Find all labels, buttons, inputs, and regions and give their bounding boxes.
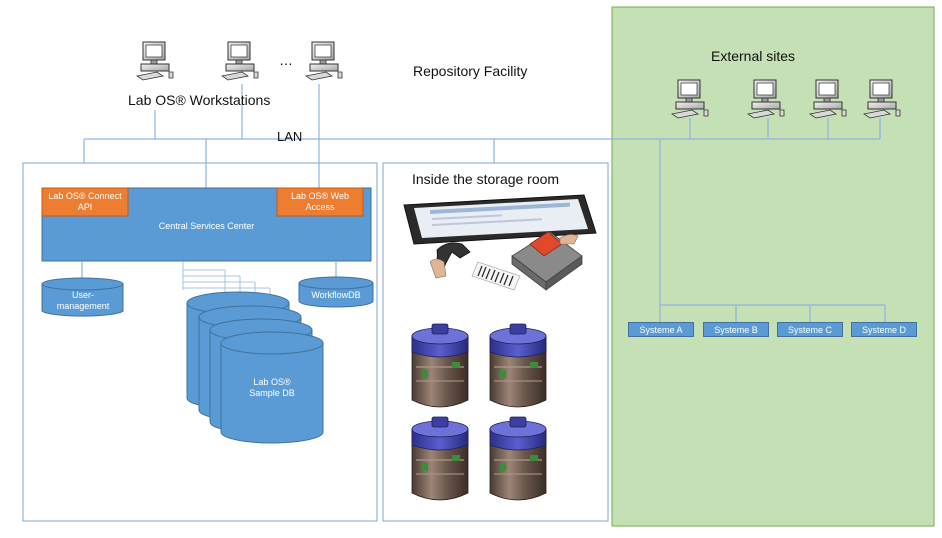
- system-a-box: Systeme A: [628, 322, 694, 337]
- storage-room-frame: [382, 162, 609, 522]
- workstations-label: Lab OS® Workstations: [128, 92, 271, 108]
- user-management-db: [41, 277, 124, 317]
- central-services-label: Central Services Center: [158, 220, 255, 231]
- repository-facility-label: Repository Facility: [413, 63, 528, 79]
- repository-frame: [22, 162, 378, 522]
- workflow-db-label: WorkflowDB: [311, 289, 361, 300]
- system-c-box: Systeme C: [777, 322, 843, 337]
- workstation-pc-icon: [305, 41, 343, 81]
- web-access-box: [276, 187, 364, 217]
- barcode-scanner-icon: [429, 242, 471, 279]
- ellipsis-label: …: [279, 52, 293, 68]
- storage-room-label: Inside the storage room: [412, 171, 560, 187]
- barcode-label-icon: [471, 261, 521, 291]
- workstation-pc-icon: [221, 41, 259, 81]
- lan-connections: [81, 84, 886, 322]
- system-b-box: Systeme B: [703, 322, 769, 337]
- storage-tank-icon: [411, 323, 469, 408]
- connect-api-box: [41, 187, 129, 217]
- sample-db-stack: [186, 291, 324, 444]
- workstation-pc-icon: [136, 41, 174, 81]
- workflow-db: [298, 276, 374, 308]
- sample-db-label: Lab OS® Sample DB: [249, 377, 295, 398]
- system-d-box: Systeme D: [851, 322, 917, 337]
- storage-tank-icon: [411, 416, 469, 501]
- lan-label: LAN: [277, 129, 303, 144]
- external-sites-label: External sites: [711, 48, 796, 64]
- storage-tank-icon: [489, 416, 547, 501]
- web-access-label: Lab OS® Web Access: [291, 191, 349, 212]
- reader-device-icon: [511, 231, 583, 291]
- storage-tank-icon: [489, 323, 547, 408]
- user-management-label: User-management: [56, 290, 110, 311]
- connect-api-label: Lab OS® Connect API: [48, 191, 122, 212]
